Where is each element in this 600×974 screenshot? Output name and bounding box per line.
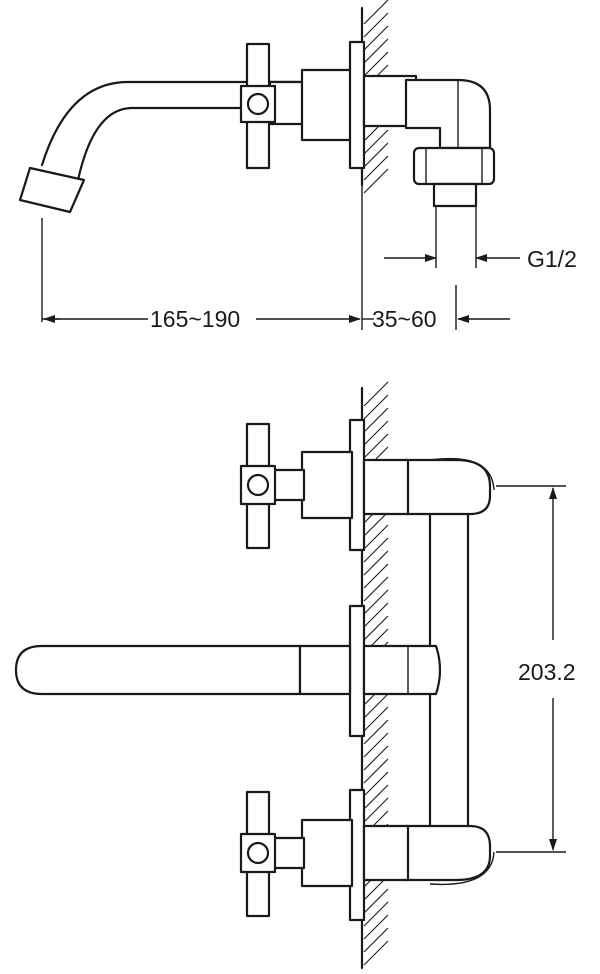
wall-hatch-line: [363, 589, 389, 615]
wall-hatch-line: [363, 719, 389, 745]
wall-hatch-line: [363, 420, 389, 446]
wall-hatch-line: [363, 550, 389, 576]
wall-hatch-line: [363, 433, 389, 459]
wall-hatch-line: [363, 888, 389, 914]
wall-hatch-line: [363, 745, 389, 771]
valve-body-side: [300, 40, 418, 170]
wall-hatch-line: [363, 51, 389, 77]
wall-hatch-line: [363, 914, 389, 940]
wall-hatch-line: [363, 563, 389, 589]
wall-hatch-line: [363, 602, 389, 628]
wall-hatch-line: [363, 524, 389, 550]
lower-valve: [239, 788, 410, 922]
wall-hatch-line: [363, 901, 389, 927]
wall-hatch-line: [363, 168, 389, 194]
wall-hatch-line: [363, 537, 389, 563]
reach-label: 165~190: [150, 306, 240, 332]
wall-hatch-line: [363, 142, 389, 168]
handle-side: [239, 42, 306, 170]
wall-hatch-line: [363, 576, 389, 602]
side-view: G1/2 165~190 35~60: [18, 0, 577, 332]
wall-hatch-line: [363, 511, 389, 537]
depth-label: 35~60: [372, 306, 437, 332]
spout-front: [14, 604, 442, 738]
wall-hatch-line: [363, 758, 389, 784]
spout-side: [18, 80, 302, 214]
upper-valve: [239, 418, 410, 552]
wall-hatch-line: [363, 784, 389, 810]
wall-hatch-line: [363, 706, 389, 732]
wall-hatch-line: [363, 407, 389, 433]
wall-hatch-line: [363, 732, 389, 758]
wall-hatch-line: [363, 12, 389, 38]
wall-hatch-line: [363, 155, 389, 181]
wall-hatch-line: [363, 129, 389, 155]
wall-hatch-line: [363, 394, 389, 420]
centers-dimension: 203.2: [496, 485, 594, 853]
reach-dimension: 165~190 35~60: [41, 185, 510, 332]
elbow-connector: [404, 78, 496, 208]
wall-hatch-line: [363, 693, 389, 719]
wall-hatch-line: [363, 38, 389, 64]
thread-label: G1/2: [527, 246, 577, 272]
wall-hatch-line: [363, 381, 389, 407]
wall-hatch-line: [363, 0, 389, 25]
wall-hatch-line: [363, 797, 389, 823]
wall-hatch-line: [363, 771, 389, 797]
thread-dimension: G1/2: [384, 206, 577, 272]
front-view: 203.2: [14, 381, 594, 970]
wall-hatch-line: [363, 940, 389, 966]
connecting-pipe: [404, 457, 495, 886]
wall-hatch-line: [363, 25, 389, 51]
wall-hatch-line: [363, 615, 389, 641]
wall-hatch-line: [363, 927, 389, 953]
centers-label: 203.2: [518, 659, 576, 685]
